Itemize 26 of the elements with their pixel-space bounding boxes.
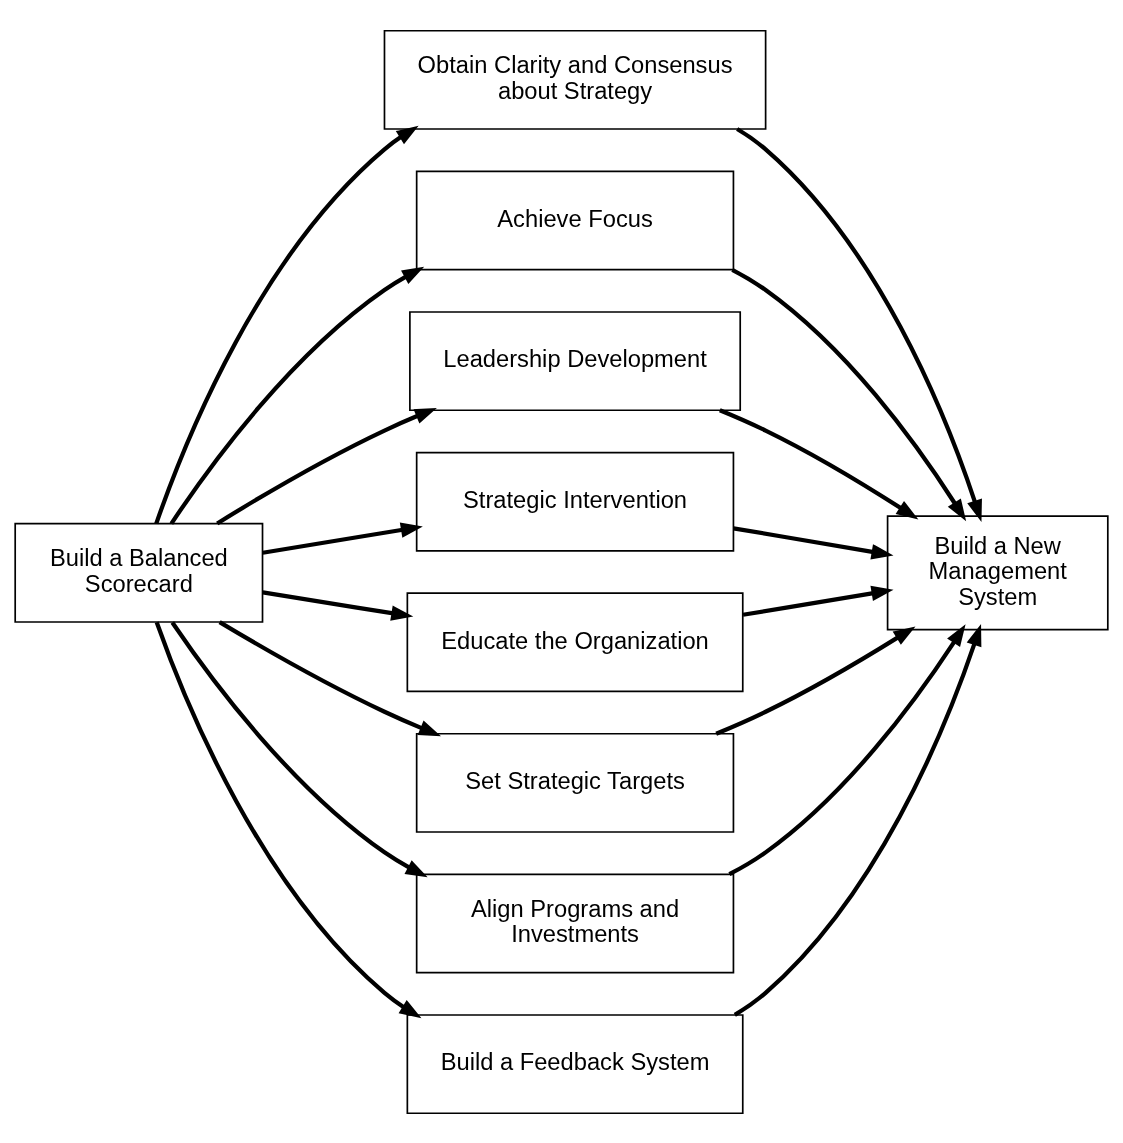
node-box: Educate the Organization [406,591,744,692]
node-box: Obtain Clarity and Consensus about Strategy [383,29,767,130]
arrow [218,619,442,736]
node-box: Leadership Development [409,310,742,411]
node-box: Set Strategic Targets [415,732,735,833]
arrow [742,585,894,617]
arrow [728,623,966,876]
node-box: Strategic Intervention [415,451,735,552]
arrow [170,620,428,877]
arrow [736,126,982,522]
arrow [169,266,425,525]
node-box: Achieve Focus [415,170,735,270]
arrow [154,621,422,1018]
node-box: Build a New Management System [886,514,1109,630]
arrow [262,589,414,621]
arrow [154,125,419,524]
arrow [733,525,894,559]
arrow [262,521,423,555]
arrow [733,623,982,1017]
node-box: Build a Balanced Scorecard [14,522,264,623]
node-box: Align Programs and Investments [415,873,735,973]
node-box: Build a Feedback System [406,1013,744,1114]
arrow [216,407,437,525]
arrow [719,407,919,519]
arrow [731,267,967,521]
arrow [715,625,916,736]
